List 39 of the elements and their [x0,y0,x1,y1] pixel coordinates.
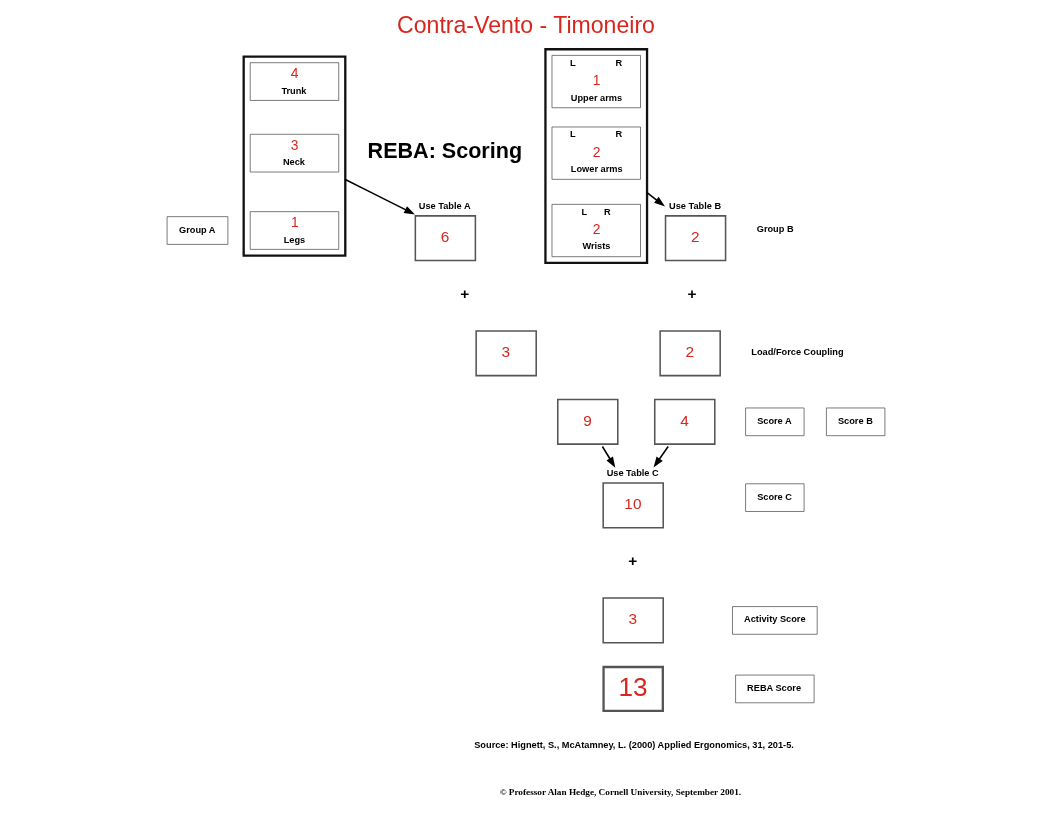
node-box: 1 Legs [249,211,340,250]
node-box: Score A [745,407,805,437]
node-box: 2 [664,215,727,262]
cluster [242,55,347,257]
node-box: L R 2 Lower arms [551,126,641,180]
label: + [687,284,697,302]
label: Source: Hignett, S., McAtamney, L. (2000) Applied Ergonomics, 31, 201-5. [474,740,794,751]
node-box: L R 1 Upper arms [551,55,641,109]
node-box: 3 Neck [249,133,340,173]
node-box: Activity Score [732,606,818,635]
node-label: Use Table A [418,200,471,211]
label: Load/Force Coupling [751,346,844,357]
node-box: Group A [166,216,229,245]
node-box: 4 [654,398,716,445]
node-box: 9 [557,398,619,445]
node-box: L R 2 Wrists [551,203,641,258]
node-box: Score C [745,483,805,512]
label: + [628,551,638,569]
node-box: REBA Score [735,674,815,704]
node-box: 2 [659,330,721,377]
label: Group B [756,224,794,235]
node-box: 6 [414,215,477,262]
label: + [460,284,470,302]
cluster [544,48,649,264]
arrow [653,445,669,468]
node-box: 4 Trunk [249,62,340,101]
label: © Professor Alan Hedge, Cornell University, September 2001. [499,787,742,798]
diagram-title: Contra-Vento - Timoneiro [397,12,655,39]
arrow [344,178,415,215]
node-box: 13 [602,665,664,713]
node-box: 3 [602,597,664,644]
node-label: Use Table B [668,200,722,211]
node-label: Use Table C [606,467,659,478]
label: REBA: Scoring [367,137,523,163]
node-box: 10 [602,482,664,529]
arrow [601,445,616,468]
arrow [646,191,665,207]
node-box: 3 [475,330,537,377]
node-box: Score B [826,407,886,437]
